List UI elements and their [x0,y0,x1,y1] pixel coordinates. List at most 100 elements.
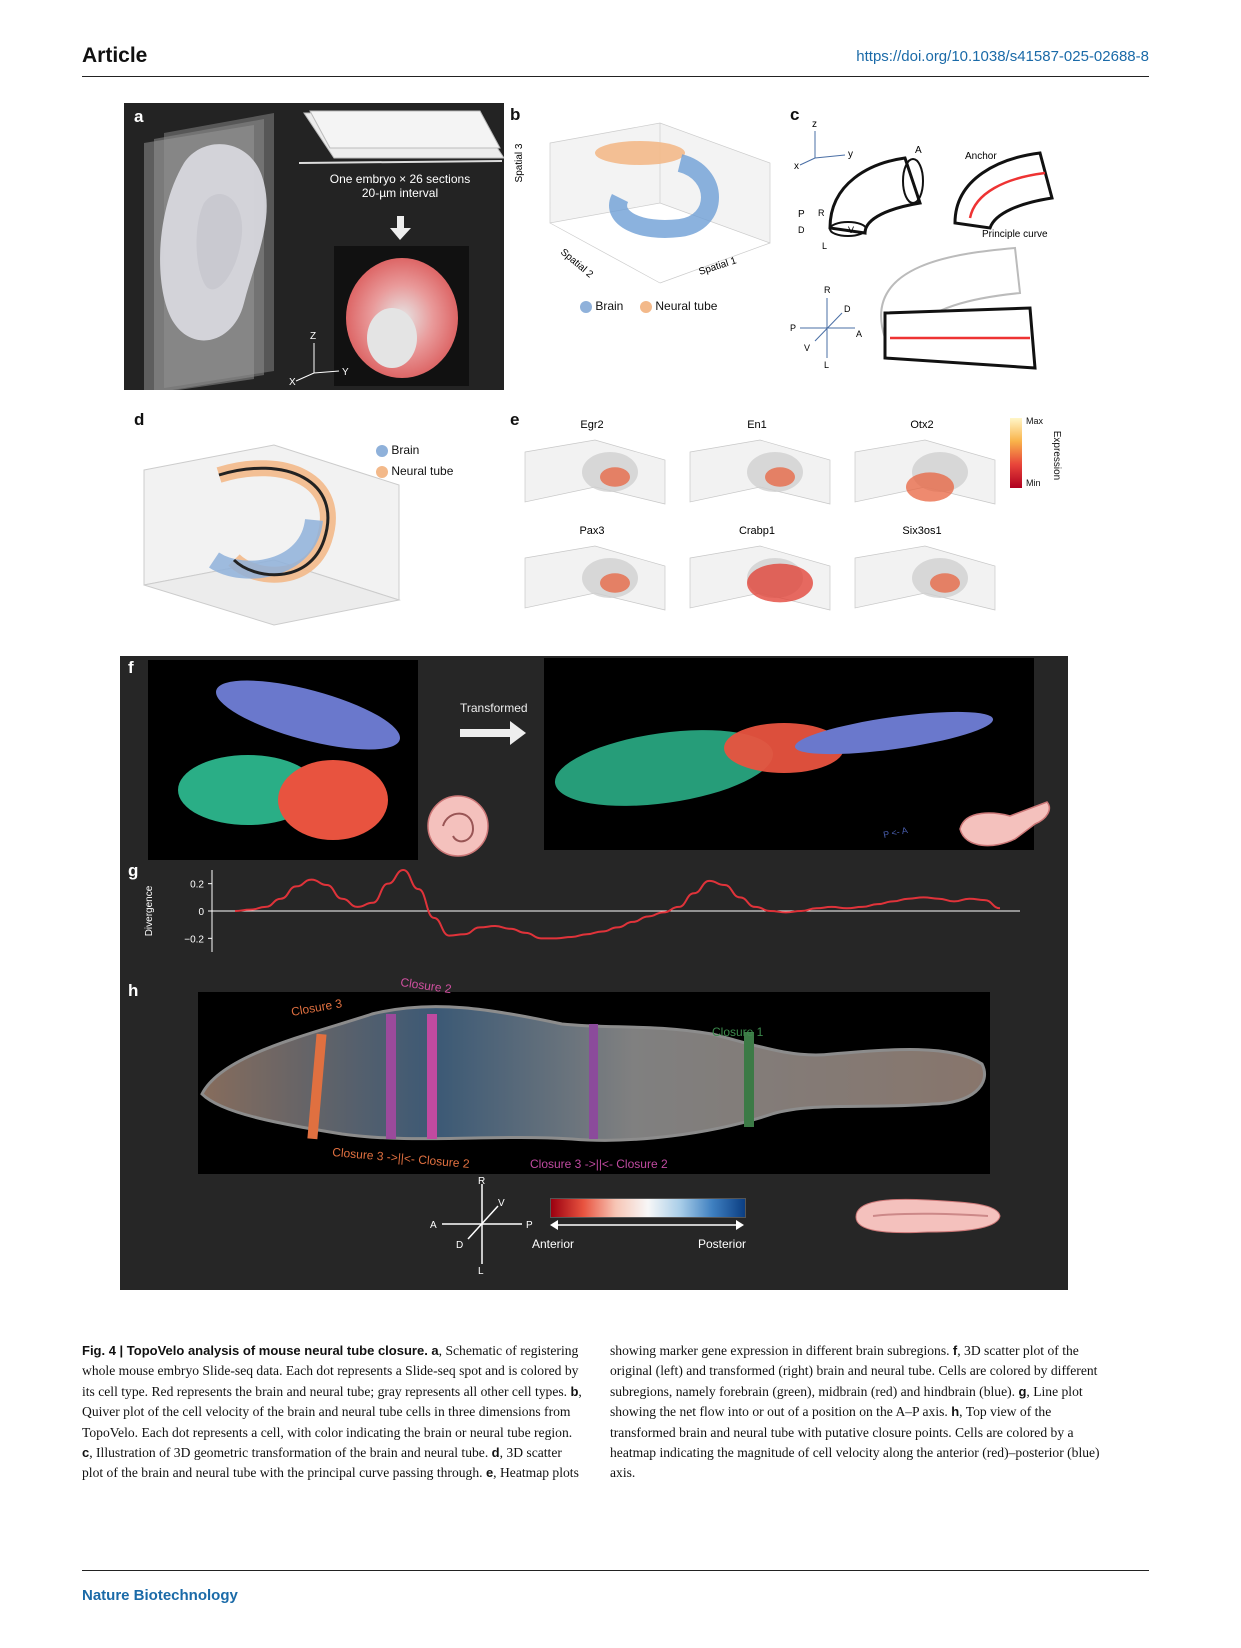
principal-curve [968,171,1046,219]
panel-a-text-1: One embryo × 26 sections [330,172,470,186]
colorbar-max: Max [1026,416,1044,426]
c-axis-y: y [848,149,853,160]
embryo-cartoon-right [959,801,1051,847]
gene-label: Crabp1 [739,525,775,537]
panel-f-label: f [128,658,134,677]
col1-bold-4: e [485,1465,494,1481]
footer-rule [82,1570,1149,1571]
gene-label: En1 [747,419,767,431]
c-axis-x: x [794,161,799,172]
c-dir-V: V [848,225,854,235]
closure2-band-a [386,1014,396,1139]
panel-c-illustration: z x y A P R D L V Anchor Principle curve… [790,119,1054,370]
h-dir-D: D [456,1240,463,1251]
heatmap-crabp1: Crabp1 [689,525,831,611]
c-axis-z: z [812,119,817,130]
curved-tube [828,156,922,235]
panel-d-label: d [134,410,145,429]
panel-b-legend: Brain Neural tube [580,299,717,313]
embryo-cartoon-h [855,1198,1001,1234]
axis-spatial3: Spatial 3 [514,143,525,182]
anchor-label: Anchor [965,151,997,162]
col1-bold-3: d [491,1445,500,1461]
section-title: Article [82,44,148,67]
col2-bold-2: g [1018,1383,1027,1399]
h-dir-R: R [478,1176,485,1187]
axis-z-label: Z [310,331,316,342]
g-ytick-label: 0 [198,907,204,918]
down-arrow-icon [390,216,411,240]
col2-bold-3: h [951,1404,960,1420]
h-dir-P: P [526,1220,533,1231]
brain-scatter [209,518,323,579]
heatmap-egr2: Egr2 [524,419,666,505]
principle-curve-label: Principle curve [982,229,1048,240]
col1-text-1: , Quiver plot of the cell velocity of th… [82,1383,582,1440]
anterior-label: Anterior [532,1237,575,1251]
posterior-label: Posterior [698,1237,747,1251]
hindbrain-cells [216,680,400,750]
closure3-band [307,1033,327,1140]
axis-spatial2: Spatial 2 [558,247,595,281]
heatmap-en1: En1 [689,419,831,505]
panel-b-quiver: Spatial 3 Spatial 2 Spatial 1 [514,122,771,284]
embryo-sections [144,113,274,395]
col2-text-2: , Line plot showing the net flow into or… [610,1383,1083,1420]
brain-cells [609,154,719,238]
caption-column-1: Fig. 4 | TopoVelo analysis of mouse neur… [82,1341,582,1484]
heatmap-pax3: Pax3 [524,525,666,611]
col1-text-0: , Schematic of registering whole mouse e… [82,1343,579,1399]
transformed-label: Transformed [460,701,528,715]
col2-text-1: , 3D scatter plot of the original (left)… [610,1343,1098,1399]
d-legend-brain: Brain [391,443,420,457]
panel-d-scatter [143,444,401,626]
heatmap-otx2: Otx2 [854,419,996,505]
right-arrow-icon [460,721,526,745]
lower-axes [800,298,855,358]
panel-d-legend: Brain Neural tube [376,440,453,482]
axis-spatial1: Spatial 1 [698,255,739,278]
c2-dir-L: L [824,360,829,370]
legend-neural-label: Neural tube [655,299,718,313]
closure2-band-b [427,1014,437,1139]
closure32b-label: Closure 3 ->||<- Closure 2 [530,1157,668,1171]
closure3-2-band [589,1024,598,1139]
panel-g-label: g [128,861,139,880]
d-legend-neural: Neural tube [391,464,454,478]
closure1-band [744,1032,754,1127]
col2-text-3: , Top view of the transformed brain and … [610,1404,1100,1481]
gene-label: Otx2 [910,419,933,431]
panel-h-label: h [128,981,139,1000]
col1-text-4: , Heatmap plots [493,1465,579,1481]
col1-bold-2: c [82,1445,90,1461]
doi-link[interactable]: https://doi.org/10.1038/s41587-025-02688… [856,48,1149,65]
closure1-label: Closure 1 [712,1025,764,1039]
col2-bold-1: f [952,1343,958,1358]
neural-tube-cells [595,141,685,165]
c-dir-A: A [915,145,922,156]
c2-dir-R: R [824,285,831,295]
gene-label: Pax3 [579,525,604,537]
heatmap-six3os1: Six3os1 [854,525,996,611]
legend-brain-label: Brain [595,299,624,313]
principal-curve-d [218,466,330,577]
c-dir-D: D [798,225,805,235]
c-dir-P: P [798,209,805,220]
col1-bold-1: b [570,1383,579,1399]
midbrain-cells [278,760,388,840]
panel-a-axes [295,343,340,382]
panel-a-text-2: 20-µm interval [362,186,438,200]
panel-f-right: P <- A [544,658,1034,850]
divergence-line [234,868,1001,940]
c2-dir-A: A [856,329,862,339]
embryo-cartoon-left [427,795,489,857]
expression-colorbar [1010,418,1022,488]
h-dir-V: V [498,1198,505,1209]
orientation-cross: R V A P D L [430,1176,533,1274]
panel-c-axes [799,131,846,166]
panel-h-topview: Closure 3 Closure 2 Closure 1 Closure 3 … [198,975,990,1174]
